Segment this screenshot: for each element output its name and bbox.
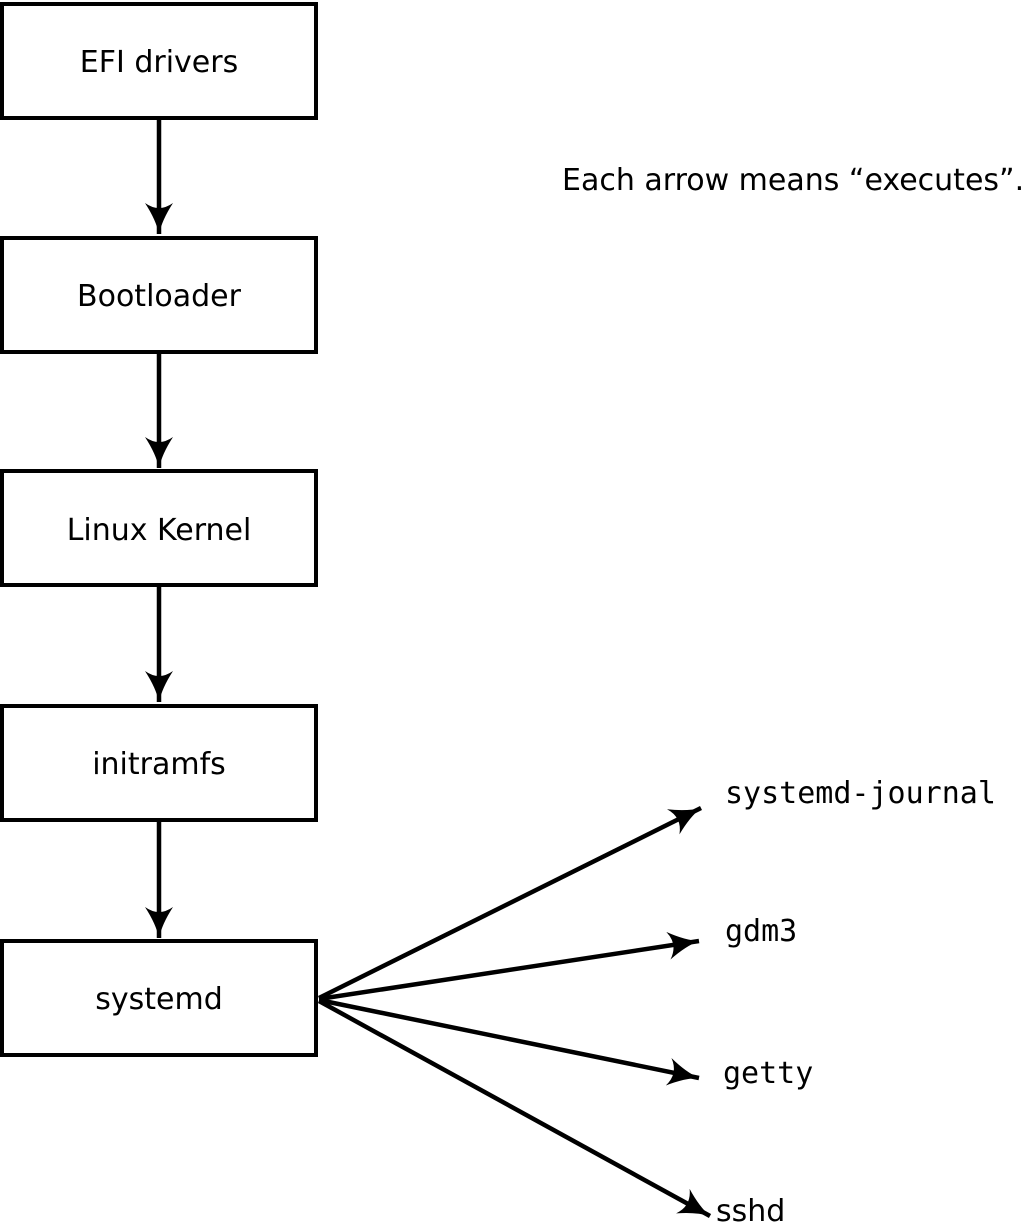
service-sshd-label: sshd xyxy=(716,1194,785,1229)
edge-systemd-to-gdm3-arrow xyxy=(318,931,700,1002)
node-linux-kernel-box xyxy=(0,469,318,587)
service-systemd-journal-label: systemd-journal xyxy=(725,776,996,811)
legend-note: Each arrow means “executes”. xyxy=(562,163,1023,198)
node-efi-drivers-box xyxy=(0,2,318,120)
node-initramfs-box xyxy=(0,704,318,822)
node-initramfs: initramfs xyxy=(0,704,318,822)
node-bootloader-label: Bootloader xyxy=(77,279,242,314)
node-initramfs-label: initramfs xyxy=(92,747,226,782)
edge-systemd-to-getty-arrow xyxy=(318,997,700,1086)
service-getty-label: getty xyxy=(723,1056,813,1091)
node-bootloader: Bootloader xyxy=(0,236,318,354)
node-bootloader-box xyxy=(0,236,318,354)
node-efi-drivers-label: EFI drivers xyxy=(80,45,238,80)
edge-systemd-to-sshd-arrow xyxy=(317,999,712,1218)
node-systemd: systemd xyxy=(0,939,318,1057)
node-efi-drivers: EFI drivers xyxy=(0,2,318,120)
node-linux-kernel: Linux Kernel xyxy=(0,469,318,587)
node-systemd-box xyxy=(0,939,318,1057)
edge-systemd-to-systemd-journal-arrow xyxy=(317,805,703,1001)
node-linux-kernel-label: Linux Kernel xyxy=(67,513,252,548)
node-systemd-label: systemd xyxy=(95,982,223,1017)
service-gdm3-label: gdm3 xyxy=(725,914,797,949)
